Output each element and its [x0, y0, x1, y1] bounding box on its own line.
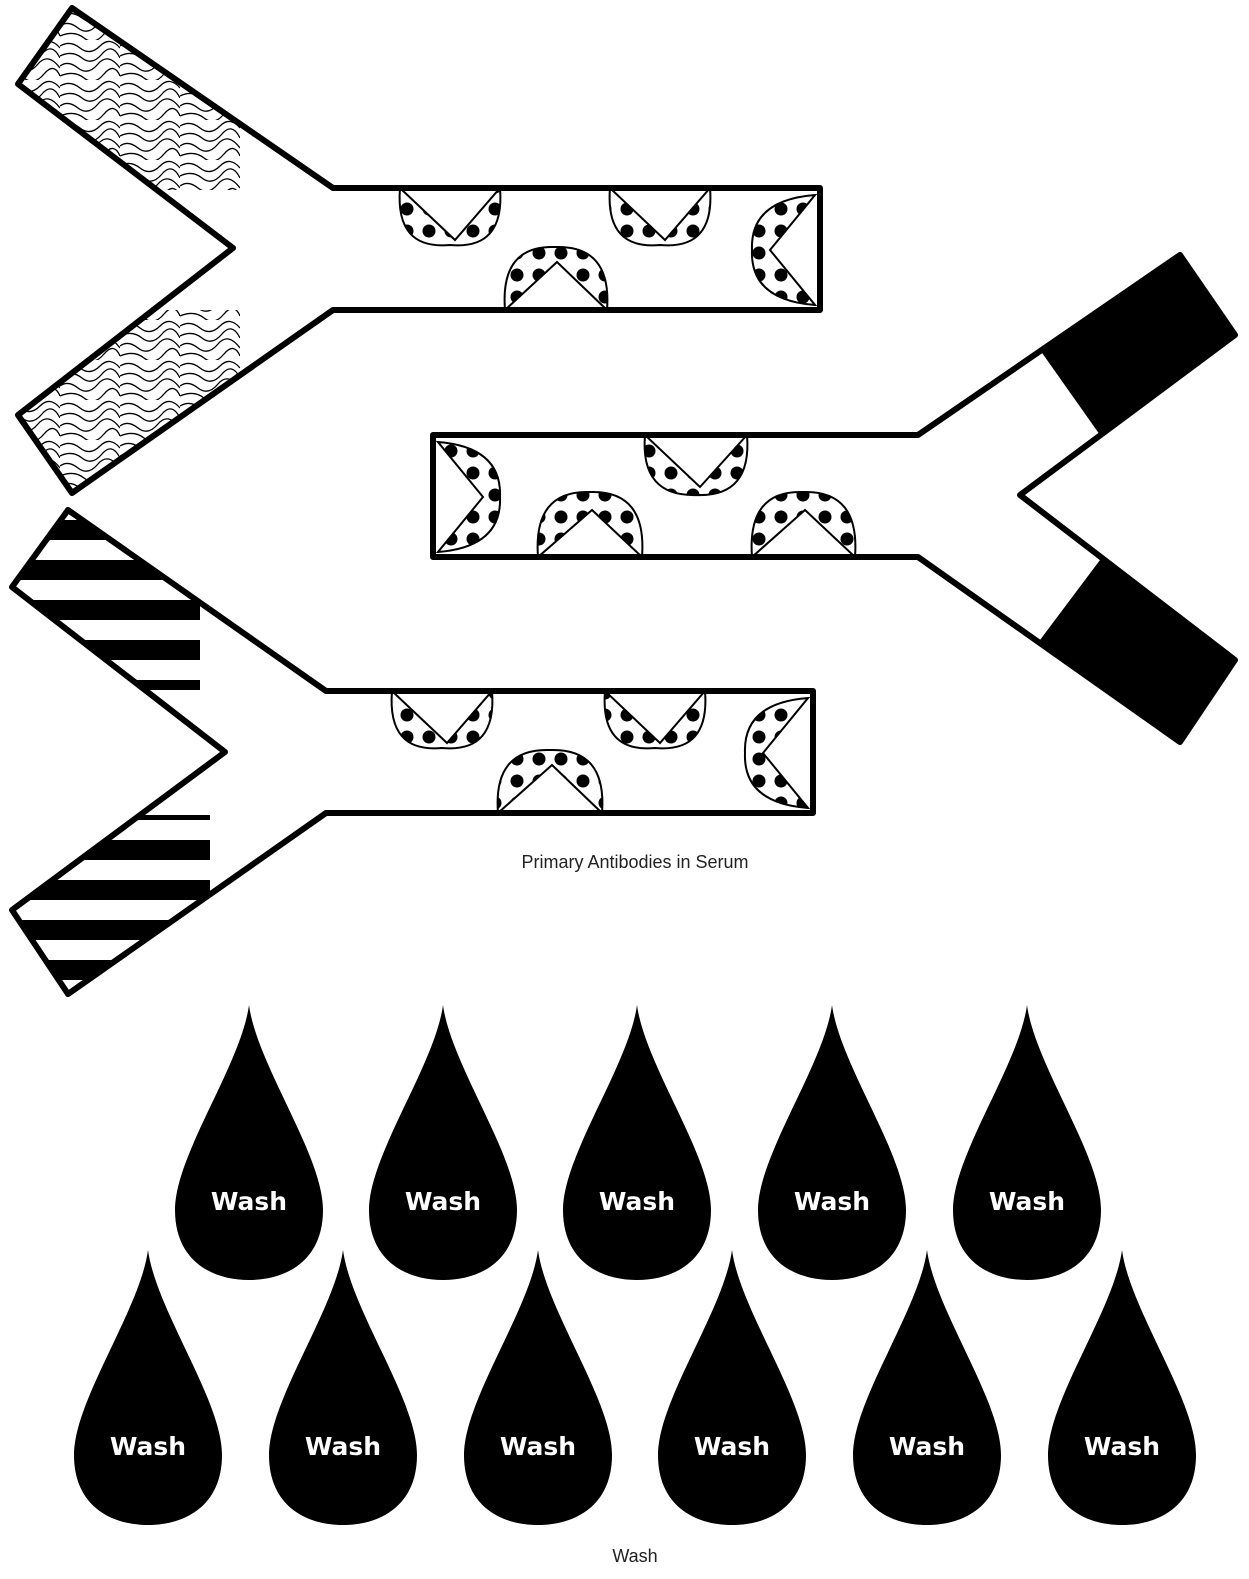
- drop-label: Wash: [794, 1187, 870, 1216]
- drop-icon: [74, 1250, 222, 1525]
- drop-label: Wash: [500, 1432, 576, 1461]
- drop-icon: [269, 1250, 417, 1525]
- antibody-2: [433, 250, 1249, 745]
- drop-label: Wash: [1084, 1432, 1160, 1461]
- wash-drop: Wash: [1048, 1250, 1196, 1525]
- drop-label: Wash: [694, 1432, 770, 1461]
- drop-label: Wash: [599, 1187, 675, 1216]
- drop-icon: [369, 1005, 517, 1280]
- wash-drop: Wash: [269, 1250, 417, 1525]
- antibodies-caption: Primary Antibodies in Serum: [521, 852, 748, 873]
- wash-drop: Wash: [563, 1005, 711, 1280]
- wash-drop: Wash: [74, 1250, 222, 1525]
- drop-icon: [464, 1250, 612, 1525]
- drop-label: Wash: [405, 1187, 481, 1216]
- wash-drop: Wash: [953, 1005, 1101, 1280]
- antigen-binding-sites: [438, 435, 855, 557]
- drop-label: Wash: [110, 1432, 186, 1461]
- antigen-binding-sites: [392, 691, 808, 813]
- wash-drop: Wash: [758, 1005, 906, 1280]
- drop-label: Wash: [211, 1187, 287, 1216]
- drop-icon: [853, 1250, 1001, 1525]
- wash-drop: Wash: [658, 1250, 806, 1525]
- drop-icon: [175, 1005, 323, 1280]
- drop-icon: [953, 1005, 1101, 1280]
- drop-icon: [658, 1250, 806, 1525]
- drop-icon: [1048, 1250, 1196, 1525]
- wash-caption: Wash: [612, 1546, 657, 1567]
- antibody-3: [0, 505, 813, 1000]
- antibody-1: [0, 0, 820, 500]
- drop-icon: [758, 1005, 906, 1280]
- antigen-binding-sites: [400, 188, 815, 310]
- wash-drop: Wash: [853, 1250, 1001, 1525]
- drop-icon: [563, 1005, 711, 1280]
- drop-label: Wash: [889, 1432, 965, 1461]
- wash-drop: Wash: [464, 1250, 612, 1525]
- drop-label: Wash: [305, 1432, 381, 1461]
- drop-label: Wash: [989, 1187, 1065, 1216]
- wash-drop: Wash: [175, 1005, 323, 1280]
- wash-drop: Wash: [369, 1005, 517, 1280]
